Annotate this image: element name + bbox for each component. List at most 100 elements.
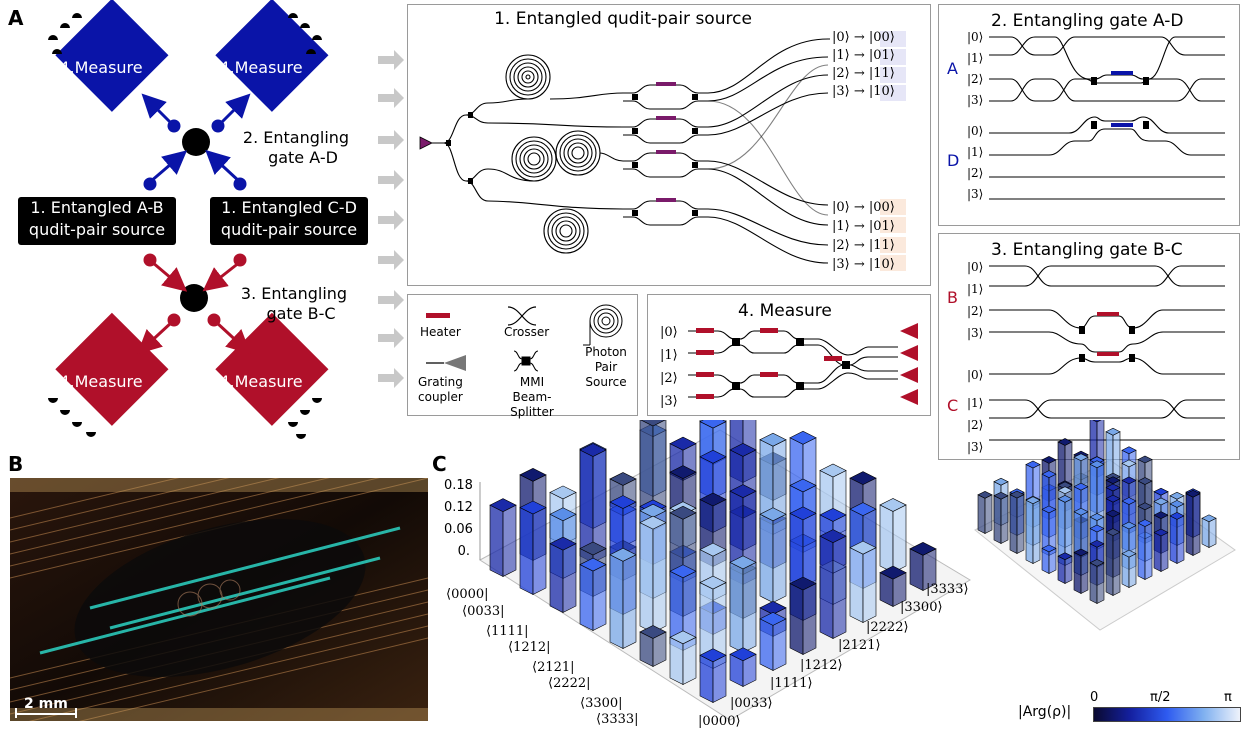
gate-ad-panel: 2. Entangling gate A-D A D |0⟩ |1⟩ |2⟩ |… [938,4,1240,226]
phase-bar [1121,549,1137,588]
density-bar [639,515,667,633]
phase-bar [993,491,1009,544]
top-output-2: |2⟩ → |11⟩ [832,66,895,81]
right-axis-label-3: |1212⟩ [800,658,843,673]
gate-ad-letter-d: D [947,151,960,170]
legend-photon-line1: Photon [585,345,627,359]
legend-photon-source: Photon Pair Source [584,345,628,390]
gate-bc-port-c1: |1⟩ [967,396,984,410]
colorbar [1093,707,1241,722]
network-schematic [48,0,329,439]
source-cd-box: 1. Entangled C-D qudit-pair source [210,197,368,245]
measure-label-top-right: 4.Measure [219,58,303,77]
phase-bar [1073,548,1089,594]
density-bar [759,507,787,603]
density-matrix-chart [479,420,1236,721]
right-axis-label-5: |2222⟩ [866,620,909,635]
gate-ad-port-d0: |0⟩ [967,124,984,138]
density-bar [879,498,907,573]
density-bar [489,498,517,577]
density-bar [669,630,697,685]
density-bar [759,612,787,671]
legend-mmi-line1: MMI [519,375,545,389]
source-ab-box: 1. Entangled A-B qudit-pair source [18,197,176,245]
panel-label-a: A [8,6,24,30]
density-bar [879,565,907,607]
measure-diamond-top-left [55,0,169,112]
gate-bc-port-b3: |3⟩ [967,326,984,340]
bottom-output-2: |2⟩ → |11⟩ [832,238,895,253]
legend-mmi-line2: Beam-Splitter [510,390,554,419]
gate-bc-port-c3: |3⟩ [967,440,984,454]
density-bar [699,575,727,669]
z-ticks: 0.18 0.12 0.06 0. [444,475,473,563]
measure-port-0: |0⟩ [660,325,678,340]
scale-bar-label: 2 mm [24,696,68,712]
gate-bc-ports-b: |0⟩ |1⟩ |2⟩ |3⟩ [967,256,983,344]
phase-bar [1057,494,1073,566]
gate-ad-port-a0: |0⟩ [967,30,984,44]
panel-label-b: B [8,452,24,476]
bottom-output-1: |1⟩ → |01⟩ [832,219,895,234]
density-bar [669,564,697,651]
density-bar [699,648,727,703]
z-tick-2: 0.06 [444,522,473,537]
input-arrows [378,50,404,388]
gate-ad-ports-a: |0⟩ |1⟩ |2⟩ |3⟩ [967,27,983,111]
colorbar-tick-0: 0 [1090,690,1099,705]
right-axis-label-0: |0000⟩ [698,714,741,729]
measure-label-top-left: 4.Measure [59,58,143,77]
top-output-list: |0⟩ → |00⟩ |1⟩ → |01⟩ |2⟩ → |11⟩ |3⟩ → |… [832,29,895,101]
gate-bc-port-b1: |1⟩ [967,282,984,296]
colorbar-tick-1: π/2 [1150,690,1171,705]
bottom-output-3: |3⟩ → |10⟩ [832,257,895,272]
colorbar-label: |Arg(ρ)| [1018,704,1072,720]
gate-bc-line2: gate B-C [266,304,336,323]
phase-bar [1137,519,1153,580]
left-axis-label-5: ⟨2222| [548,676,591,691]
measure-ports: |0⟩ |1⟩ |2⟩ |3⟩ [660,321,678,413]
legend-photon-line3: Source [585,375,627,389]
density-bar [729,647,757,687]
gate-bc-letter-b: B [947,288,958,307]
gate-bc-label: 3. Entangling gate B-C [234,284,354,324]
legend-grating-line1: Grating [418,375,463,389]
right-axis-label-6: |3300⟩ [900,600,943,615]
heater-symbol [426,313,450,318]
right-axis-label-7: |3333⟩ [926,582,969,597]
colorbar-tick-2: π [1224,690,1232,705]
measure-diamond-top-right [215,0,329,112]
gate-bc-letter-c: C [947,396,959,415]
density-bar [909,541,937,591]
panel-label-c: C [432,452,447,476]
mmi-symbol [513,350,539,372]
crosser-symbol [507,306,537,326]
gate-ad-port-d2: |2⟩ [967,166,984,180]
gate-bc-line1: 3. Entangling [240,284,348,303]
gate-ad-line1: 2. Entangling [242,128,350,147]
left-axis-label-6: ⟨3300| [580,696,623,711]
gate-bc-port-b2: |2⟩ [967,304,984,318]
density-bar [819,529,847,639]
measure-panel: 4. Measure |0⟩ |1⟩ |2⟩ |3⟩ [647,294,931,416]
source-cd-line1: 1. Entangled C-D [221,198,357,217]
gate-bc-title: 3. Entangling gate B-C [991,240,1183,260]
phase-bar [1153,528,1169,572]
gate-bc-ports-c: |0⟩ |1⟩ |2⟩ |3⟩ [967,364,983,458]
left-axis-label-3: ⟨1212| [508,640,551,655]
legend-grating: Grating coupler [418,375,463,405]
grating-coupler-symbol [426,355,466,371]
measure-label-bottom-right: 4.Measure [219,372,303,391]
left-axis-label-1: ⟨0033| [462,604,505,619]
top-output-highlights [880,31,906,271]
scale-bar [15,708,77,718]
phase-bar [1201,514,1217,548]
z-tick-0: 0.18 [444,478,473,493]
right-axis-label-4: |2121⟩ [838,638,881,653]
left-axis-label-2: ⟨1111| [486,624,529,639]
photon-pair-source-symbol [583,304,623,346]
phase-bar [1057,552,1073,584]
left-axis-label-0: ⟨0000| [446,587,489,602]
measure-port-2: |2⟩ [660,371,678,386]
gate-node-ad [182,128,210,156]
